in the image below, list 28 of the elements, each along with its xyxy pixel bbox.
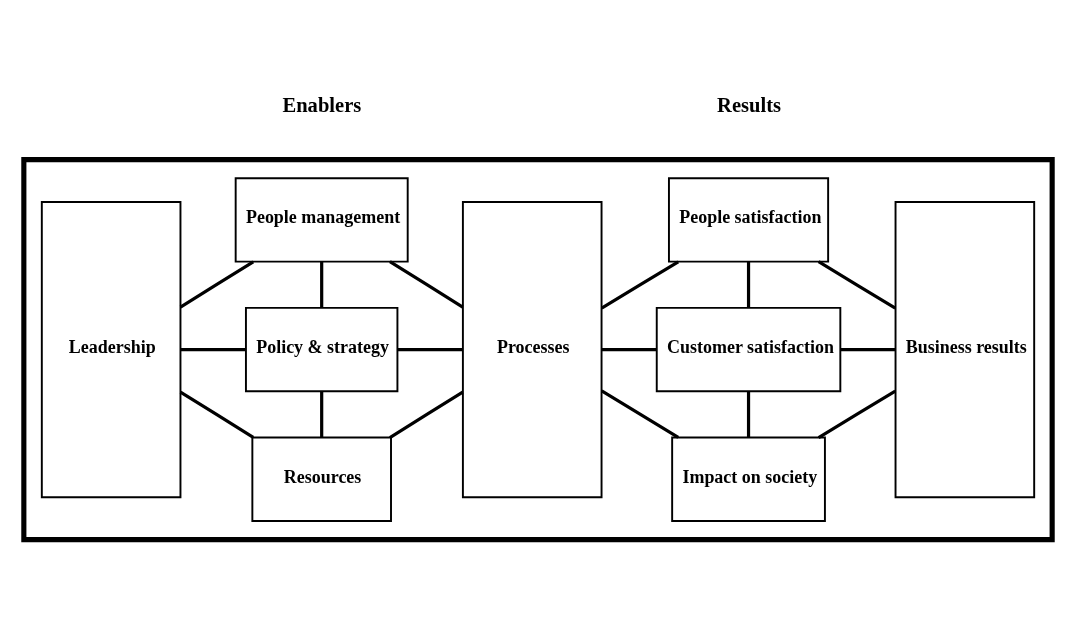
connector — [840, 347, 896, 351]
node-box: Impact on society — [671, 436, 826, 522]
label: Results — [717, 93, 781, 116]
node-box: Customer satisfaction — [655, 306, 842, 392]
connector — [320, 390, 324, 437]
connector — [397, 347, 463, 351]
node-box: Processes — [461, 200, 603, 498]
connector — [320, 261, 324, 308]
node-box: Business results — [894, 200, 1036, 498]
node-box: Resources — [251, 436, 392, 522]
connector — [746, 390, 751, 437]
node-box: Leadership — [40, 200, 182, 498]
connector — [601, 347, 657, 351]
connector — [817, 259, 897, 310]
cluster — [21, 156, 1055, 542]
connector — [180, 347, 246, 351]
connector — [179, 259, 255, 308]
connector — [746, 261, 751, 308]
connector — [600, 389, 680, 439]
connector — [600, 259, 680, 310]
connector — [179, 390, 255, 439]
node-box: People management — [234, 176, 409, 263]
connector — [389, 390, 464, 439]
node-box: People satisfaction — [668, 176, 830, 263]
connector — [389, 259, 464, 308]
connector — [817, 389, 897, 439]
label: Enablers — [282, 93, 362, 116]
node-box: Policy & strategy — [244, 306, 399, 392]
